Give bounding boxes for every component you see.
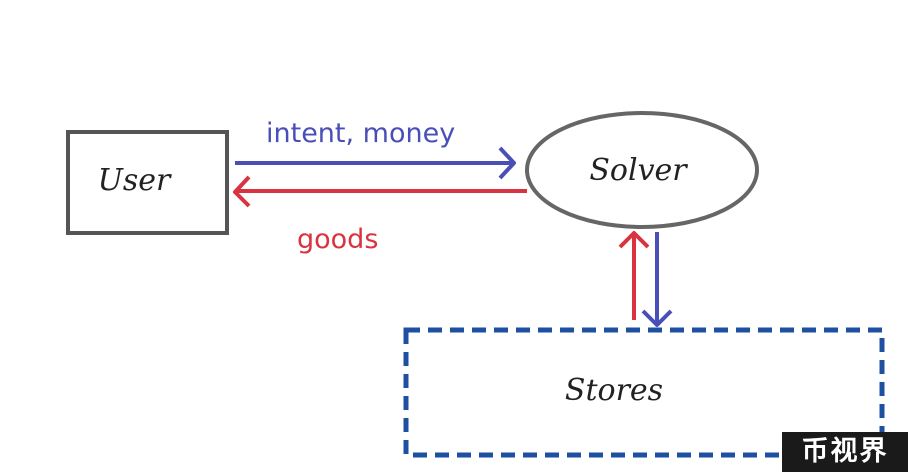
edge-user-to-solver-arrowhead — [498, 146, 516, 180]
node-user: User — [66, 130, 229, 235]
edge-solver-to-user: goods — [233, 175, 527, 255]
node-stores: Stores — [403, 327, 885, 458]
node-stores-box — [403, 327, 885, 458]
edge-solver-to-stores — [641, 232, 673, 327]
node-solver-label: Solver — [589, 153, 688, 188]
watermark-logo: 币视界 — [782, 432, 908, 472]
edge-solver-to-user-arrowhead — [233, 175, 251, 208]
node-solver: Solver — [525, 111, 759, 229]
edge-user-to-solver-label: intent, money — [266, 118, 455, 149]
node-user-box — [66, 130, 229, 235]
edge-stores-to-solver — [618, 231, 650, 320]
edge-stores-to-solver-arrowhead — [618, 231, 650, 249]
node-solver-ellipse — [525, 111, 759, 229]
node-stores-label: Stores — [565, 373, 663, 408]
edge-solver-to-user-label: goods — [297, 224, 378, 255]
node-user-label: User — [98, 163, 172, 198]
edge-user-to-solver: intent, money — [235, 118, 516, 180]
edge-solver-to-stores-arrowhead — [641, 309, 673, 327]
